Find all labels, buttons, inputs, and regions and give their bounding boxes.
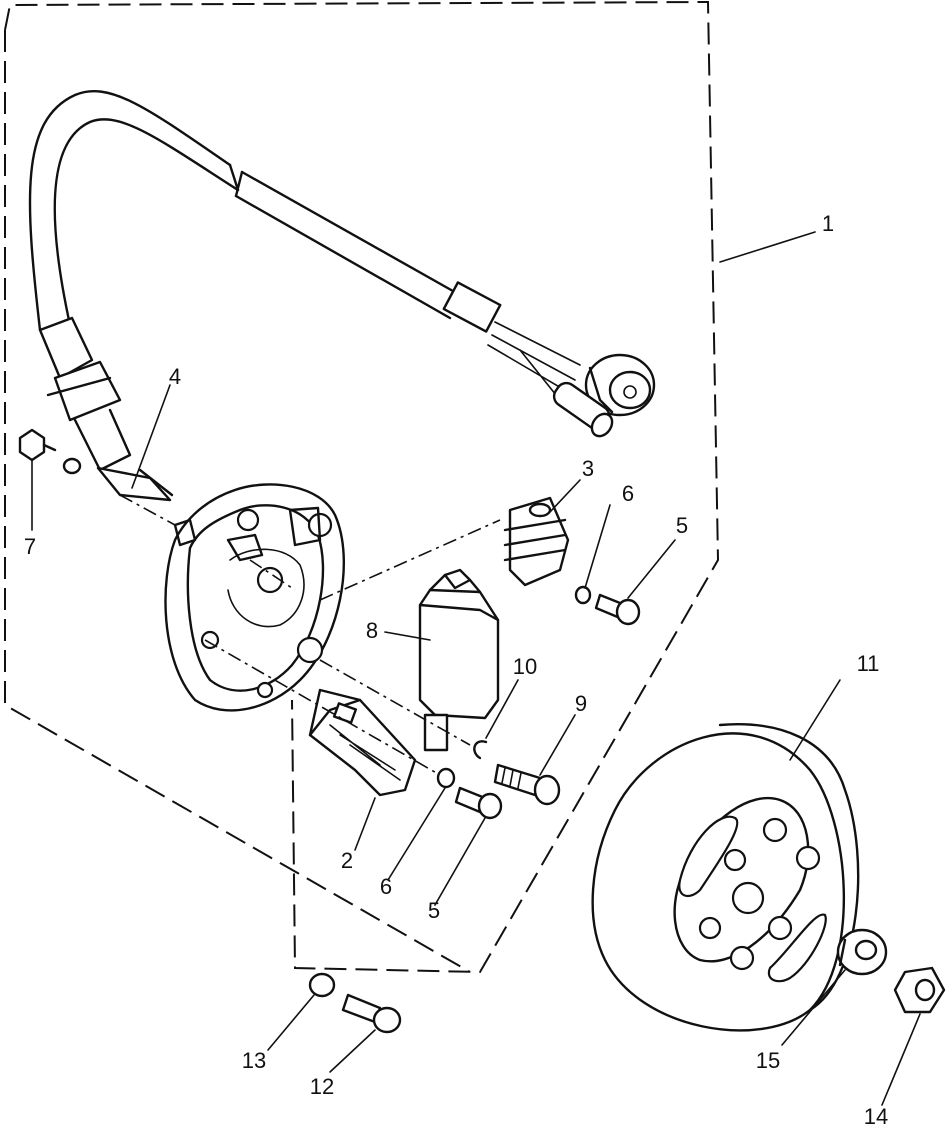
- callout-3: 3: [582, 456, 594, 481]
- charging-coil: [503, 496, 570, 587]
- circlip: [473, 740, 488, 760]
- callout-5b: 5: [428, 898, 440, 923]
- callout-15: 15: [756, 1048, 780, 1073]
- wire-clamp: [96, 466, 174, 502]
- axis-line: [319, 659, 471, 746]
- washer: [574, 585, 592, 605]
- screw-5: [594, 593, 641, 626]
- callout-6b: 6: [380, 874, 392, 899]
- callout-13: 13: [242, 1048, 266, 1073]
- assembly-boundary: [4, 0, 720, 974]
- axis-line: [119, 494, 176, 526]
- callout-11: 11: [857, 651, 880, 676]
- axis-line: [319, 519, 501, 601]
- screw-5: [454, 786, 503, 820]
- axis-line: [204, 639, 441, 776]
- callout-9: 9: [575, 691, 587, 716]
- axis-line: [249, 559, 296, 591]
- bullet-connector: [552, 381, 614, 438]
- callout-8: 8: [366, 618, 378, 643]
- wire-harness: [28, 90, 656, 502]
- callout-10: 10: [513, 654, 537, 679]
- callout-7: 7: [24, 534, 36, 559]
- connector-plug: [584, 353, 656, 417]
- screw-9: [493, 763, 561, 806]
- washer: [308, 972, 336, 998]
- grommet: [38, 316, 132, 472]
- callout-1: 1: [822, 211, 834, 236]
- callout-6a: 6: [622, 481, 634, 506]
- leader-lines: [31, 231, 921, 1106]
- washer: [62, 457, 82, 475]
- callout-2: 2: [341, 848, 353, 873]
- callout-4: 4: [169, 364, 181, 389]
- callout-5a: 5: [676, 513, 688, 538]
- flywheel: [591, 723, 860, 1032]
- washer: [436, 767, 456, 789]
- nut-14: [893, 966, 946, 1014]
- source-coil: [418, 568, 500, 752]
- stator-plate: [164, 483, 346, 712]
- screw-12: [341, 993, 402, 1034]
- callout-14: 14: [864, 1104, 888, 1129]
- screw-7: [18, 428, 57, 462]
- washer-15: [836, 928, 888, 976]
- callout-12: 12: [310, 1074, 334, 1099]
